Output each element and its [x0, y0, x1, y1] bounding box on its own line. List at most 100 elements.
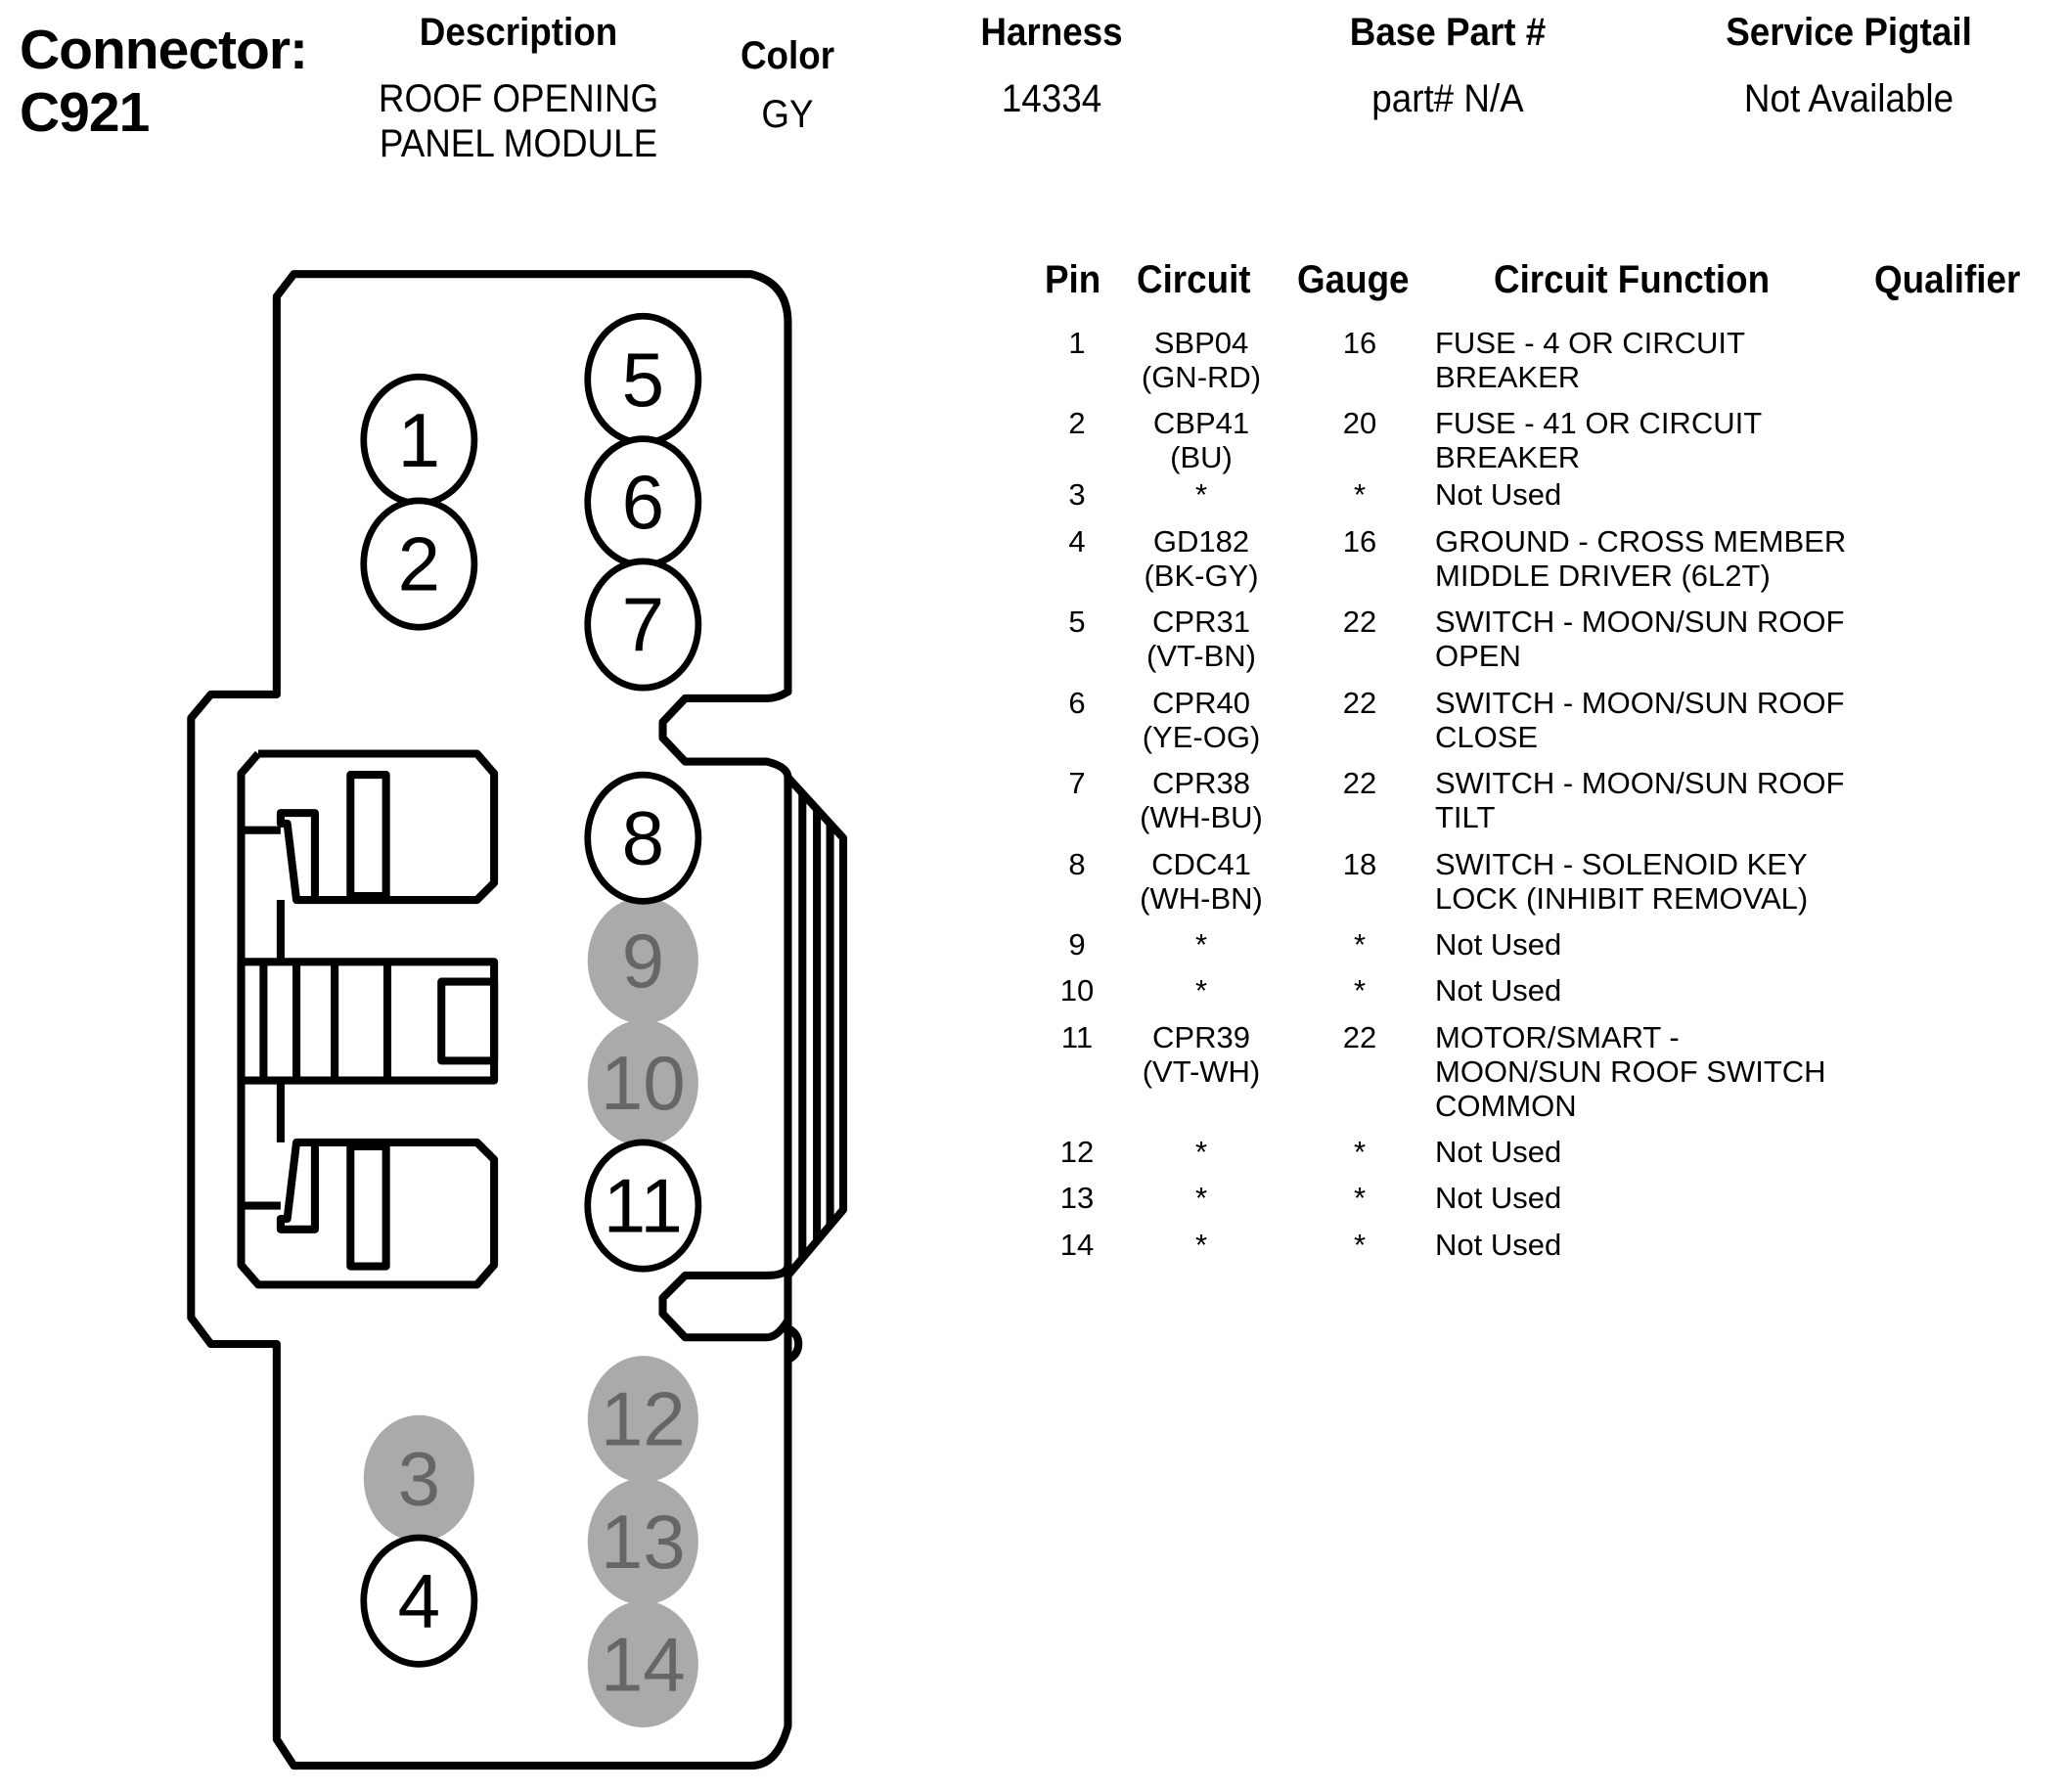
- pin-number-line: 11: [1060, 1020, 1094, 1054]
- base-part-label: Base Part #: [1349, 11, 1547, 54]
- gauge: 18: [1321, 847, 1399, 881]
- gauge-line: 20: [1342, 406, 1377, 440]
- gauge: *: [1321, 477, 1399, 512]
- gauge-line: 22: [1342, 766, 1377, 800]
- gauge: 16: [1321, 524, 1399, 559]
- gauge-line: *: [1353, 973, 1367, 1008]
- pin-number-line: 14: [1059, 1228, 1095, 1262]
- pin-cavity-unused: [587, 1356, 698, 1483]
- circuit-function-line: CLOSE: [1435, 720, 1539, 754]
- connector-housing: [187, 270, 848, 1770]
- gauge-line: *: [1353, 927, 1367, 962]
- gauge-line: 22: [1342, 686, 1377, 720]
- lock-lower-bar: [346, 1142, 390, 1271]
- service-pigtail-value: Not Available: [1743, 77, 1954, 120]
- pin-number-line: 4: [1068, 524, 1086, 559]
- gauge: 22: [1321, 766, 1399, 800]
- housing-outline: [187, 270, 792, 1770]
- gauge-line: 22: [1342, 1020, 1377, 1054]
- pin-number-line: 8: [1068, 847, 1086, 881]
- circuit-line: (BU): [1170, 440, 1233, 474]
- pin-12: 12: [587, 1356, 698, 1483]
- circuit-function-line: GROUND - CROSS MEMBER: [1435, 524, 1847, 559]
- gauge-line: *: [1353, 1181, 1367, 1215]
- pin-number: 10: [1045, 973, 1109, 1008]
- circuit-function-line: SWITCH - MOON/SUN ROOF: [1435, 605, 1845, 639]
- circuit-function-line: Not Used: [1435, 1228, 1562, 1262]
- gauge: *: [1321, 927, 1399, 962]
- pin-4: 4: [360, 1534, 478, 1668]
- pin-2: 2: [360, 497, 478, 631]
- pin-11: 11: [584, 1139, 702, 1273]
- pin-number-line: 12: [1059, 1135, 1095, 1169]
- circuit: *: [1123, 477, 1280, 512]
- color-field: Color GY: [704, 33, 871, 137]
- pin-5: 5: [584, 312, 702, 446]
- circuit: CPR38(WH-BU): [1123, 766, 1280, 834]
- circuit: GD182(BK-GY): [1123, 524, 1280, 593]
- gauge: 16: [1321, 326, 1399, 360]
- circuit-line: GD182: [1152, 524, 1250, 559]
- circuit-line: (VT-BN): [1146, 639, 1256, 673]
- gauge-line: *: [1353, 1135, 1367, 1169]
- circuit: *: [1123, 973, 1280, 1008]
- gauge: *: [1321, 1135, 1399, 1169]
- pin-label: 7: [622, 581, 664, 667]
- circuit-line: CPR38: [1152, 766, 1250, 800]
- harness-value: 14334: [1001, 77, 1102, 120]
- circuit-function-line: MOON/SUN ROOF SWITCH: [1435, 1054, 1826, 1089]
- circuit-function: Not Used: [1435, 1181, 1895, 1215]
- pin-number-line: 5: [1068, 605, 1086, 639]
- pin-number-line: 7: [1068, 766, 1086, 800]
- gauge-line: 16: [1342, 524, 1377, 559]
- circuit-line: *: [1194, 927, 1208, 962]
- circuit-line: (BK-GY): [1144, 559, 1259, 593]
- circuit-function-line: OPEN: [1435, 639, 1521, 673]
- service-pigtail-label: Service Pigtail: [1726, 11, 1972, 54]
- circuit-function-line: FUSE - 41 OR CIRCUIT: [1435, 406, 1763, 440]
- pin-number: 1: [1045, 326, 1109, 360]
- pin-label: 9: [622, 918, 664, 1004]
- pin-cavity-used: [360, 1534, 478, 1668]
- pin-label: 2: [398, 520, 440, 606]
- pin-number: 2: [1045, 406, 1109, 440]
- pin-label: 4: [398, 1558, 440, 1644]
- gauge: *: [1321, 1228, 1399, 1262]
- circuit-function-line: BREAKER: [1435, 440, 1581, 474]
- circuit: *: [1123, 1228, 1280, 1262]
- gauge: *: [1321, 1181, 1399, 1215]
- circuit-line: CPR40: [1152, 686, 1250, 720]
- pin-cavity-unused: [587, 1019, 698, 1146]
- circuit: CDC41(WH-BN): [1123, 847, 1280, 916]
- pin-cavity-unused: [587, 1478, 698, 1605]
- circuit: *: [1123, 1135, 1280, 1169]
- column-header-qualifier: Qualifier: [1874, 258, 2021, 301]
- color-label: Color: [740, 34, 835, 77]
- description-label: Description: [419, 11, 618, 54]
- gauge-line: *: [1353, 1228, 1367, 1262]
- harness-label: Harness: [980, 11, 1123, 54]
- circuit-function-line: LOCK (INHIBIT REMOVAL): [1435, 881, 1809, 916]
- base-part-field: Base Part # part# N/A: [1291, 10, 1604, 121]
- lock-upper-bar: [346, 771, 390, 901]
- circuit-function-line: FUSE - 4 OR CIRCUIT: [1435, 326, 1745, 360]
- circuit-function-line: TILT: [1435, 800, 1496, 834]
- column-header-gauge: Gauge: [1297, 258, 1410, 301]
- pin-number-line: 1: [1068, 326, 1086, 360]
- gauge: 20: [1321, 406, 1399, 440]
- pin-number: 4: [1045, 524, 1109, 559]
- gauge-line: 16: [1342, 326, 1377, 360]
- pin-number: 7: [1045, 766, 1109, 800]
- service-pigtail-field: Service Pigtail Not Available: [1663, 10, 2035, 121]
- circuit-line: CDC41: [1151, 847, 1251, 881]
- pin-label: 8: [622, 795, 664, 881]
- pin-14: 14: [587, 1600, 698, 1727]
